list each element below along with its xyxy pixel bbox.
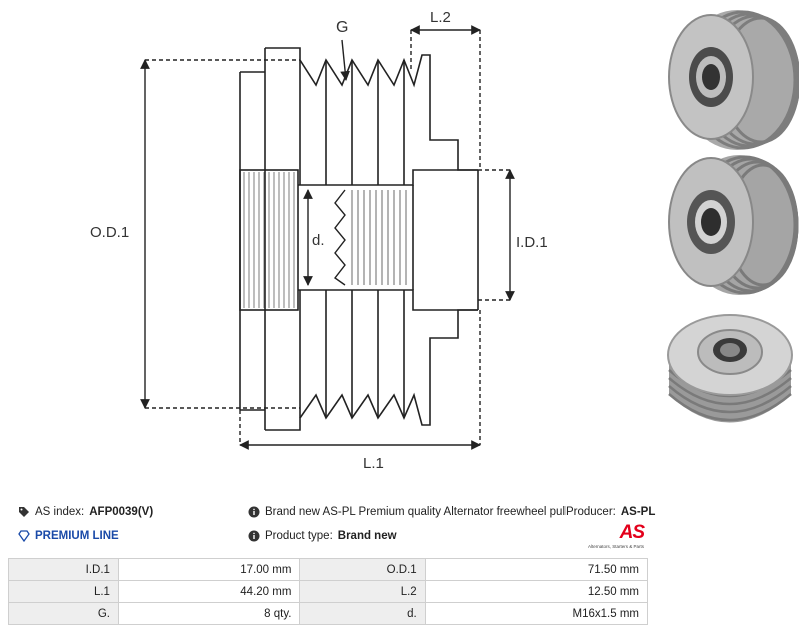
as-index-row: AS index: AFP0039(V) xyxy=(18,506,153,518)
description-text: Brand new AS-PL Premium quality Alternat… xyxy=(265,506,580,518)
logo-mark: AS xyxy=(619,522,645,543)
spec-key: d. xyxy=(299,602,426,625)
as-index-label: AS index: xyxy=(35,506,85,518)
description-row: Brand new AS-PL Premium quality Alternat… xyxy=(248,506,580,518)
info-icon xyxy=(248,530,260,542)
label-id1: I.D.1 xyxy=(516,234,548,251)
spec-value: 44.20 mm xyxy=(117,580,301,603)
thread-profile xyxy=(333,189,346,286)
spec-key: O.D.1 xyxy=(299,558,426,581)
spec-value: M16x1.5 mm xyxy=(424,602,649,625)
pulley-photo-front-angle xyxy=(668,10,799,150)
spec-value: 8 qty. xyxy=(117,602,301,625)
label-l2: L.2 xyxy=(430,9,451,26)
label-od1: O.D.1 xyxy=(90,224,129,241)
thread-hatching xyxy=(351,190,407,285)
info-icon xyxy=(248,506,260,518)
specs-table: I.D.1 17.00 mm O.D.1 71.50 mm L.1 44.20 … xyxy=(8,558,649,625)
spec-key: G. xyxy=(8,602,119,625)
spec-value: 12.50 mm xyxy=(424,580,649,603)
pulley-photo-side-angle xyxy=(668,155,799,295)
premium-line-row: PREMIUM LINE xyxy=(18,530,119,542)
pulley-outline xyxy=(239,47,479,431)
producer-value: AS-PL xyxy=(620,506,656,518)
spec-key: L.1 xyxy=(8,580,119,603)
producer-row: Producer: AS-PL xyxy=(566,506,656,518)
spec-key: I.D.1 xyxy=(8,558,119,581)
logo-tagline: Alternators, Starters & Parts xyxy=(588,544,645,549)
premium-line-label: PREMIUM LINE xyxy=(35,530,119,542)
table-row: G. 8 qty. d. M16x1.5 mm xyxy=(8,602,649,625)
label-d: d. xyxy=(312,232,325,249)
producer-label: Producer: xyxy=(566,506,616,518)
table-row: I.D.1 17.00 mm O.D.1 71.50 mm xyxy=(8,558,649,581)
product-info: AS index: AFP0039(V) PREMIUM LINE Brand … xyxy=(0,500,800,560)
spec-value: 17.00 mm xyxy=(117,558,301,581)
tag-icon xyxy=(19,507,29,517)
label-g: G xyxy=(336,19,348,36)
pulley-photo-top-angle xyxy=(667,314,793,423)
dimension-lines xyxy=(140,25,515,450)
as-index-value: AFP0039(V) xyxy=(89,506,154,518)
as-pl-logo: AS Alternators, Starters & Parts xyxy=(588,522,650,552)
product-type-label: Product type: xyxy=(265,530,333,542)
table-row: L.1 44.20 mm L.2 12.50 mm xyxy=(8,580,649,603)
label-l1: L.1 xyxy=(363,455,384,472)
pulley-technical-drawing: G L.2 O.D.1 I.D.1 d. L.1 xyxy=(90,9,548,472)
product-type-value: Brand new xyxy=(337,530,397,542)
diamond-icon xyxy=(18,530,30,542)
product-photos xyxy=(655,0,800,495)
product-type-row: Product type: Brand new xyxy=(248,530,397,542)
spec-key: L.2 xyxy=(299,580,426,603)
spec-value: 71.50 mm xyxy=(424,558,649,581)
spline-hatching xyxy=(243,172,295,308)
